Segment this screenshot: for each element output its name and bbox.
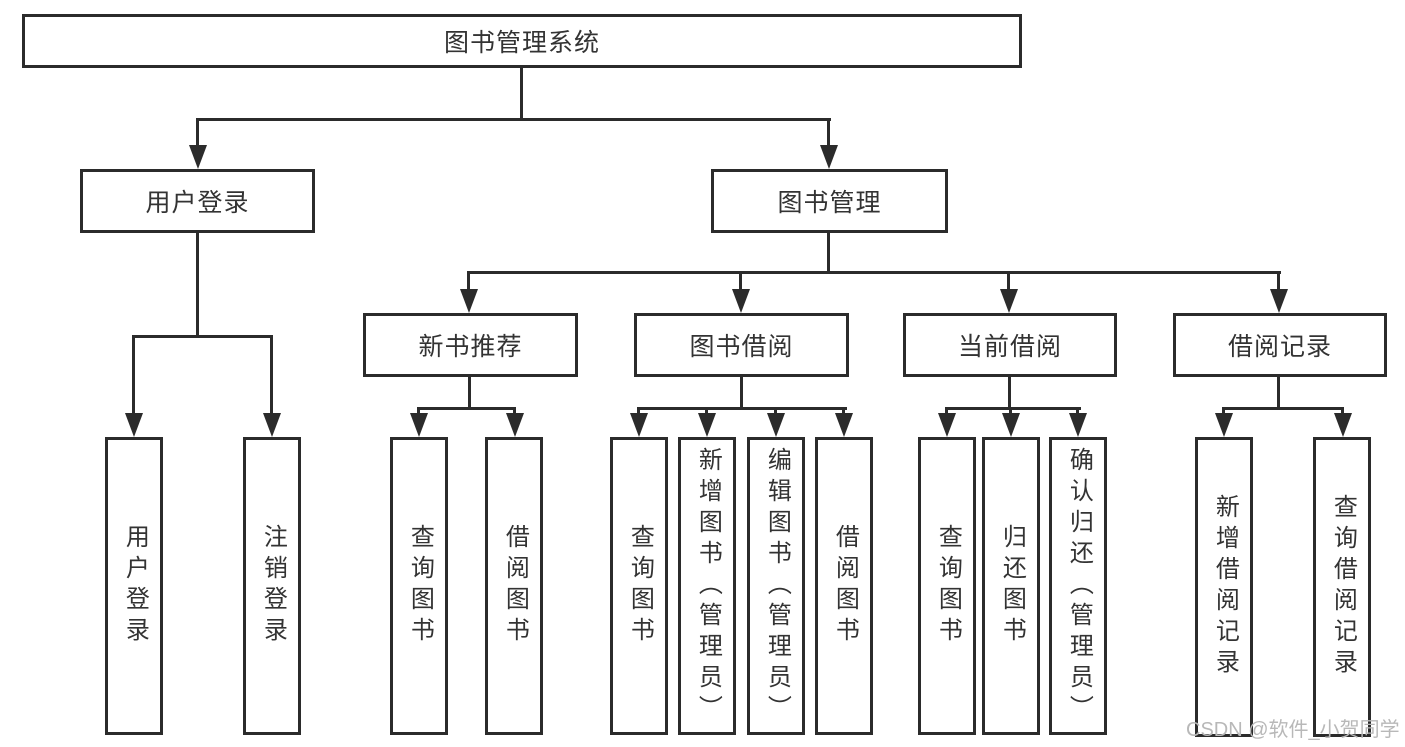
connector-line (132, 335, 135, 414)
connector-line (520, 68, 523, 121)
node-book-borrowing-label: 图书借阅 (689, 333, 794, 361)
connector-line (739, 271, 742, 290)
connector-arrowhead (630, 413, 648, 437)
leaf-borrowing-add-books-admin-label: 新增图书（管理员） (694, 446, 722, 726)
connector-line (1076, 407, 1079, 415)
leaf-current-query-books: 查询图书 (918, 437, 976, 735)
connector-line (468, 271, 1281, 274)
node-library-system-label: 图书管理系统 (443, 29, 600, 57)
connector-line (132, 335, 273, 338)
leaf-user-login: 用户登录 (105, 437, 163, 735)
node-current-borrowing: 当前借阅 (903, 313, 1117, 377)
leaf-borrowing-edit-books-admin-label: 编辑图书（管理员） (763, 446, 791, 726)
connector-arrowhead (1215, 413, 1233, 437)
node-user-login-label: 用户登录 (145, 189, 250, 217)
node-current-borrowing-label: 当前借阅 (957, 333, 1062, 361)
connector-arrowhead (1334, 413, 1352, 437)
csdn-watermark: CSDN @软件_小贺同学 (1186, 719, 1400, 741)
node-book-management-label: 图书管理 (777, 189, 882, 217)
node-user-login: 用户登录 (80, 169, 315, 233)
leaf-current-query-books-label: 查询图书 (934, 524, 962, 648)
leaf-borrowing-edit-books-admin: 编辑图书（管理员） (747, 437, 805, 735)
leaf-records-query-record-label: 查询借阅记录 (1329, 494, 1357, 680)
connector-arrowhead (1002, 413, 1020, 437)
connector-line (1007, 271, 1010, 290)
connector-line (417, 407, 516, 410)
connector-line (1277, 377, 1280, 410)
connector-line (740, 377, 743, 410)
connector-line (774, 407, 777, 415)
connector-line (637, 407, 847, 410)
node-new-book-recommend-label: 新书推荐 (418, 333, 523, 361)
connector-line (1341, 407, 1344, 415)
connector-arrowhead (938, 413, 956, 437)
connector-line (196, 118, 199, 146)
node-library-system: 图书管理系统 (22, 14, 1022, 68)
connector-line (637, 407, 640, 415)
connector-arrowhead (820, 145, 838, 169)
connector-arrowhead (1270, 289, 1288, 313)
node-book-borrowing: 图书借阅 (634, 313, 849, 377)
connector-line (468, 377, 471, 410)
node-new-book-recommend: 新书推荐 (363, 313, 578, 377)
leaf-borrowing-borrow-books: 借阅图书 (815, 437, 873, 735)
leaf-recommend-query-books-label: 查询图书 (406, 524, 434, 648)
connector-arrowhead (1000, 289, 1018, 313)
connector-arrowhead (125, 413, 143, 437)
connector-line (270, 335, 273, 414)
leaf-recommend-borrow-books-label: 借阅图书 (501, 524, 529, 648)
connector-arrowhead (460, 289, 478, 313)
connector-line (705, 407, 708, 415)
connector-arrowhead (1069, 413, 1087, 437)
leaf-borrowing-add-books-admin: 新增图书（管理员） (678, 437, 736, 735)
connector-line (1222, 407, 1225, 415)
connector-line (827, 233, 830, 274)
connector-arrowhead (732, 289, 750, 313)
leaf-records-add-record-label: 新增借阅记录 (1211, 494, 1239, 680)
leaf-borrowing-borrow-books-label: 借阅图书 (831, 524, 859, 648)
connector-line (1008, 377, 1011, 410)
leaf-logout: 注销登录 (243, 437, 301, 735)
connector-line (1222, 407, 1344, 410)
connector-line (196, 233, 199, 338)
node-book-management: 图书管理 (711, 169, 948, 233)
connector-line (1009, 407, 1012, 415)
leaf-logout-label: 注销登录 (259, 524, 287, 648)
leaf-borrowing-query-books-label: 查询图书 (626, 524, 654, 648)
node-borrow-records: 借阅记录 (1173, 313, 1387, 377)
connector-arrowhead (506, 413, 524, 437)
connector-line (467, 271, 470, 290)
connector-line (945, 407, 948, 415)
connector-line (827, 118, 830, 146)
connector-line (842, 407, 845, 415)
leaf-records-add-record: 新增借阅记录 (1195, 437, 1253, 737)
connector-arrowhead (263, 413, 281, 437)
leaf-current-return-books-label: 归还图书 (998, 524, 1026, 648)
connector-arrowhead (189, 145, 207, 169)
connector-line (945, 407, 1081, 410)
leaf-recommend-query-books: 查询图书 (390, 437, 448, 735)
node-borrow-records-label: 借阅记录 (1227, 333, 1332, 361)
connector-line (417, 407, 420, 415)
leaf-current-return-books: 归还图书 (982, 437, 1040, 735)
connector-line (513, 407, 516, 415)
leaf-current-confirm-return-admin: 确认归还（管理员） (1049, 437, 1107, 735)
connector-arrowhead (410, 413, 428, 437)
connector-line (196, 118, 831, 121)
connector-line (1277, 271, 1280, 290)
leaf-borrowing-query-books: 查询图书 (610, 437, 668, 735)
leaf-user-login-label: 用户登录 (121, 524, 149, 648)
connector-arrowhead (835, 413, 853, 437)
leaf-current-confirm-return-admin-label: 确认归还（管理员） (1065, 446, 1093, 726)
leaf-recommend-borrow-books: 借阅图书 (485, 437, 543, 735)
leaf-records-query-record: 查询借阅记录 (1313, 437, 1371, 737)
connector-arrowhead (698, 413, 716, 437)
connector-arrowhead (767, 413, 785, 437)
